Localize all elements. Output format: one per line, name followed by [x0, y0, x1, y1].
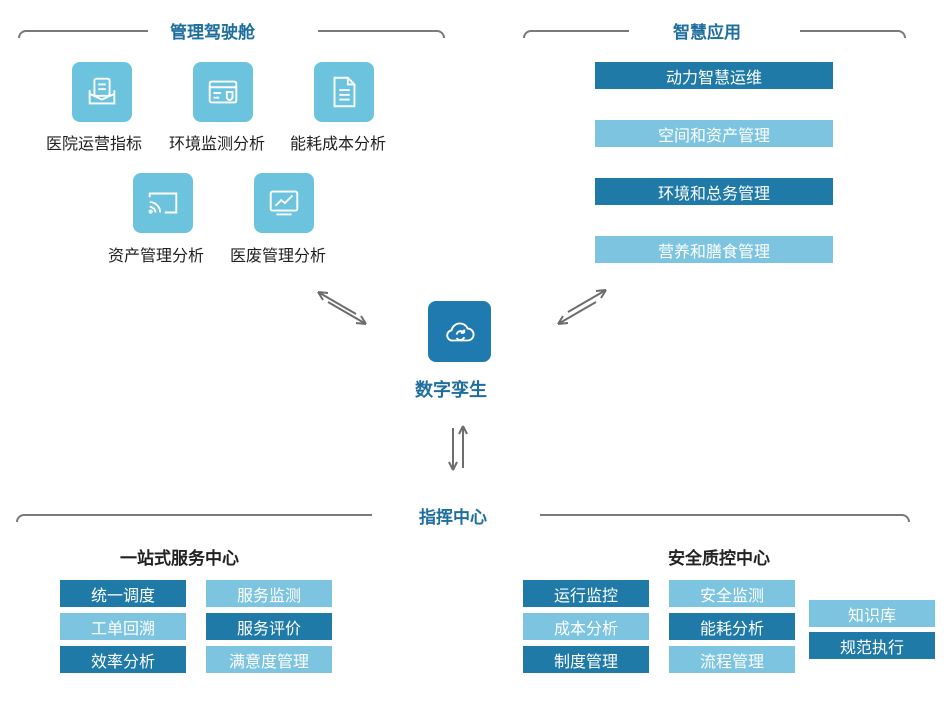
cockpit-item-label: 医院运营指标: [46, 134, 143, 153]
cockpit-item-asset[interactable]: [133, 173, 193, 233]
safety-energy-analysis[interactable]: 能耗分析: [669, 613, 795, 640]
smart-apps-title: 智慧应用: [673, 23, 741, 43]
smart-app-power-ops[interactable]: 动力智慧运维: [595, 62, 833, 89]
cockpit-item-hospital-ops[interactable]: [72, 62, 132, 122]
twin-command-arrows: [448, 425, 468, 471]
one-stop-service-monitoring[interactable]: 服务监测: [206, 580, 332, 607]
shield-card-icon: [208, 80, 238, 104]
cockpit-item-environment[interactable]: [193, 62, 253, 122]
command-divider-left: [16, 514, 372, 522]
cockpit-item-label: 环境监测分析: [169, 134, 266, 153]
smart-apps-divider-right: [800, 30, 906, 38]
cast-screen-icon: [148, 192, 178, 214]
cockpit-item-label: 能耗成本分析: [290, 134, 387, 153]
report-document-icon: [333, 76, 356, 108]
trend-chart-icon: [269, 190, 299, 216]
one-stop-service-title: 一站式服务中心: [120, 549, 239, 569]
safety-cost-analysis[interactable]: 成本分析: [523, 613, 649, 640]
cockpit-item-energy-cost[interactable]: [314, 62, 374, 122]
cockpit-item-label: 资产管理分析: [108, 246, 205, 265]
cockpit-item-medical-waste[interactable]: [254, 173, 314, 233]
smart-apps-twin-arrows: [557, 289, 607, 325]
digital-twin-tile[interactable]: [428, 301, 491, 362]
one-stop-efficiency-analysis[interactable]: 效率分析: [60, 646, 186, 673]
one-stop-ticket-trace[interactable]: 工单回溯: [60, 613, 186, 640]
one-stop-satisfaction[interactable]: 满意度管理: [206, 646, 332, 673]
one-stop-service-evaluation[interactable]: 服务评价: [206, 613, 332, 640]
smart-app-nutrition-diet[interactable]: 营养和膳食管理: [595, 236, 833, 263]
safety-policy-management[interactable]: 制度管理: [523, 646, 649, 673]
smart-app-space-asset[interactable]: 空间和资产管理: [595, 120, 833, 147]
cockpit-twin-arrows: [317, 291, 367, 325]
cockpit-divider-left: [18, 30, 148, 38]
command-title: 指挥中心: [419, 508, 487, 528]
smart-app-environment-affairs[interactable]: 环境和总务管理: [595, 178, 833, 205]
safety-process-management[interactable]: 流程管理: [669, 646, 795, 673]
cloud-sync-icon: [445, 322, 475, 341]
cockpit-title: 管理驾驶舱: [170, 23, 255, 43]
document-envelope-icon: [88, 77, 116, 105]
command-divider-right: [540, 514, 910, 522]
safety-security-monitoring[interactable]: 安全监测: [669, 580, 795, 607]
cockpit-divider-right: [318, 30, 445, 38]
smart-apps-divider-left: [523, 30, 629, 38]
digital-twin-label: 数字孪生: [415, 380, 487, 401]
safety-quality-title: 安全质控中心: [668, 549, 770, 569]
safety-standard-execution[interactable]: 规范执行: [809, 632, 935, 659]
one-stop-unified-dispatch[interactable]: 统一调度: [60, 580, 186, 607]
safety-operation-monitoring[interactable]: 运行监控: [523, 580, 649, 607]
safety-knowledge-base[interactable]: 知识库: [809, 600, 935, 627]
cockpit-item-label: 医废管理分析: [230, 246, 327, 265]
